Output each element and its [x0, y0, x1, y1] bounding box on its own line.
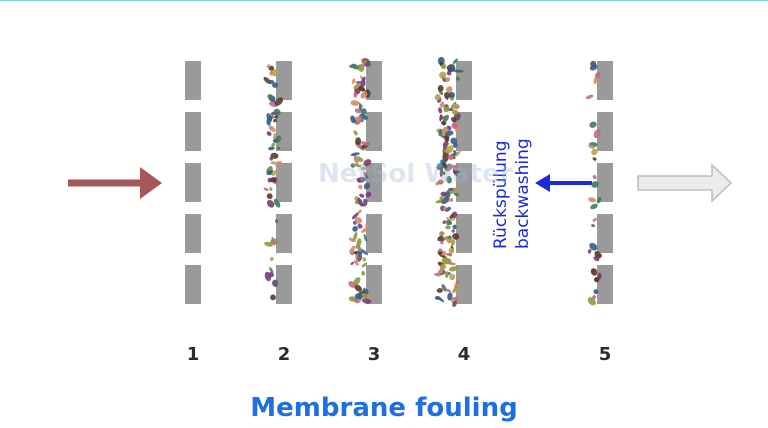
stage-number-3: 3 [359, 344, 389, 365]
fouling-particle [350, 100, 359, 107]
fouling-particle [271, 142, 276, 147]
fouling-particle [588, 120, 597, 129]
watermark: NetSol Water [318, 163, 513, 185]
fouling-particle [592, 217, 598, 222]
membrane-segment [597, 265, 613, 304]
fouling-particle [362, 256, 367, 262]
membrane-segment [366, 265, 382, 304]
membrane-segment [185, 214, 201, 253]
fouling-particle [361, 271, 365, 276]
fouling-particle [437, 107, 442, 114]
membrane-segment [185, 61, 201, 100]
fouling-particle [351, 78, 355, 85]
fouling-particle [588, 197, 597, 204]
stage-number-2: 2 [269, 344, 299, 365]
membrane-segment [185, 112, 201, 151]
fouling-particle [592, 157, 597, 162]
fouling-particle [442, 220, 447, 225]
fouling-particle [269, 293, 277, 301]
stage-number-5: 5 [590, 344, 620, 365]
stage-number-4: 4 [449, 344, 479, 365]
membrane-segment [597, 214, 613, 253]
stage-number-1: 1 [178, 344, 208, 365]
backwash-label-en: backwashing [513, 138, 533, 249]
fouling-particle [453, 225, 457, 230]
fouling-particle [263, 187, 269, 192]
fouling-particle [592, 174, 598, 180]
membrane-1 [185, 61, 201, 304]
backwash-arrow [535, 174, 592, 192]
membrane-segment [456, 214, 472, 253]
membrane-segment [276, 61, 292, 100]
outflow-arrow [638, 165, 731, 201]
membrane-segment [366, 214, 382, 253]
membrane-segment [276, 112, 292, 151]
fouling-particle [585, 94, 594, 100]
membrane-5 [597, 61, 613, 304]
fouling-particle [439, 231, 444, 236]
fouling-particle [587, 249, 592, 254]
fouling-particle [266, 130, 273, 136]
fouling-particle [269, 256, 274, 261]
membrane-segment [276, 265, 292, 304]
fouling-particle [359, 193, 365, 198]
fouling-particle [437, 288, 444, 293]
fouling-particle [269, 187, 273, 191]
fouling-particle [266, 192, 274, 200]
fouling-particle [274, 115, 278, 118]
membrane-segment [276, 163, 292, 202]
membrane-segment [185, 163, 201, 202]
membrane-2 [276, 61, 292, 304]
membrane-segment [276, 214, 292, 253]
diagram-title: Membrane fouling [0, 393, 768, 423]
fouling-particle [591, 224, 596, 228]
membrane-segment [597, 163, 613, 202]
membrane-segment [597, 61, 613, 100]
inflow-arrow [68, 167, 162, 199]
fouling-particle [353, 130, 359, 137]
fouling-particle [445, 225, 451, 229]
membrane-segment [185, 265, 201, 304]
fouling-particle [451, 229, 455, 233]
fouling-particle [589, 203, 598, 211]
backwash-label-de: Rückspülung [491, 141, 511, 250]
fouling-particle [268, 146, 275, 151]
